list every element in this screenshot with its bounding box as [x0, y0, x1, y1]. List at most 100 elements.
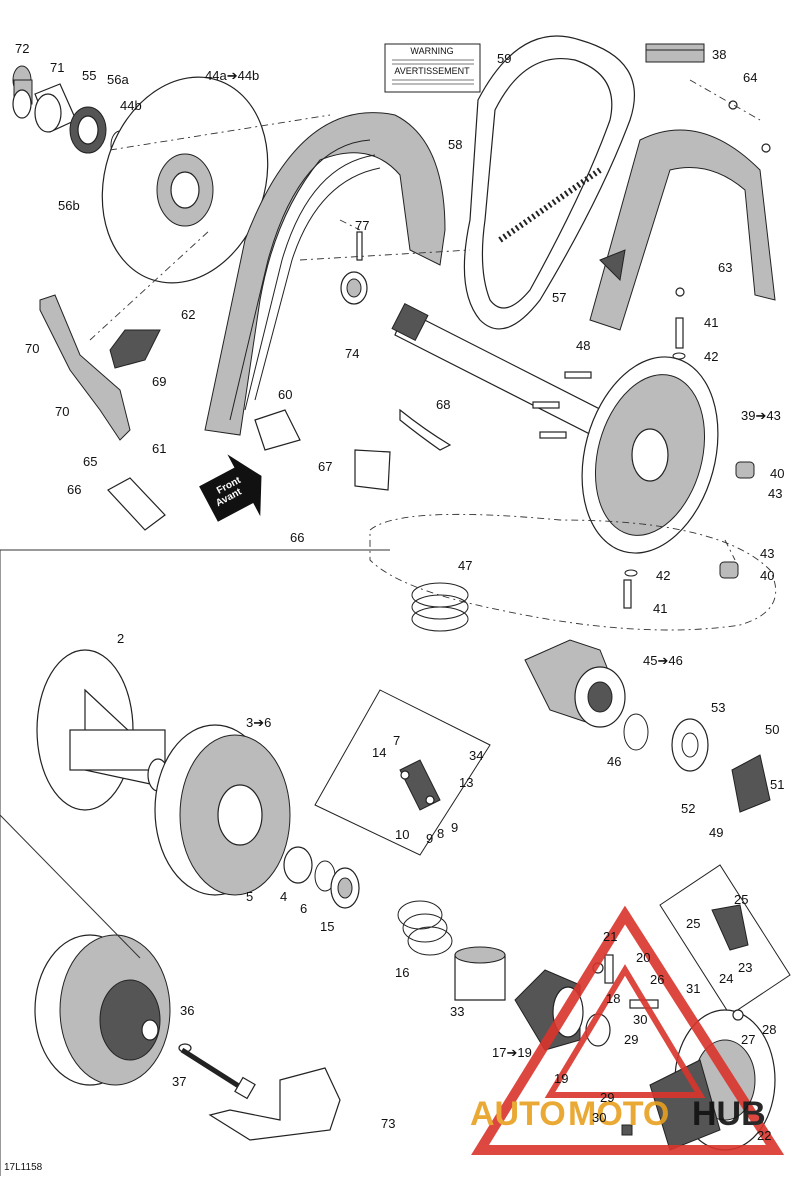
sleeve-part — [34, 83, 77, 133]
callout-6: 6 — [300, 901, 307, 916]
callout-21: 21 — [603, 929, 617, 944]
screw-77 — [356, 231, 363, 261]
callout-72: 72 — [15, 41, 29, 56]
callout-16: 16 — [395, 965, 409, 980]
callout-13: 13 — [459, 775, 473, 790]
callout-57: 57 — [552, 290, 566, 305]
callout-29b: 29 — [600, 1090, 614, 1105]
clip-68 — [399, 408, 452, 451]
callout-58: 58 — [448, 137, 462, 152]
watermark-text-2: MOTO — [568, 1095, 669, 1133]
callout-42a: 42 — [704, 349, 718, 364]
bushing-part — [12, 65, 33, 119]
spider-cover — [154, 724, 291, 896]
callout-70a: 70 — [25, 341, 39, 356]
warning-title-fr: AVERTISSEMENT — [394, 66, 470, 76]
callout-43b: 43 — [760, 546, 774, 561]
decal-38 — [645, 43, 705, 63]
roller-arm — [399, 759, 441, 811]
bushing-4 — [283, 846, 313, 884]
bolt-48c — [539, 431, 567, 439]
weight-40a — [735, 461, 755, 479]
callout-23: 23 — [738, 960, 752, 975]
reference-code: 17L1158 — [4, 1162, 43, 1173]
callout-71: 71 — [50, 60, 64, 75]
callout-25b: 25 — [686, 916, 700, 931]
callout-36b: 36 — [180, 1003, 194, 1018]
callout-64: 64 — [743, 70, 757, 85]
callout-34: 34 — [469, 748, 483, 763]
callout-18: 18 — [606, 991, 620, 1006]
callout-30a: 30 — [633, 1012, 647, 1027]
hinge-67 — [354, 449, 391, 491]
callout-65: 65 — [83, 454, 97, 469]
dashed-group-loop — [369, 513, 777, 631]
callout-56a: 56a — [107, 72, 129, 87]
callout-36: 3➔6 — [246, 715, 271, 730]
callout-7: 7 — [393, 733, 400, 748]
warning-title: WARNING — [410, 46, 453, 56]
callout-41b: 41 — [653, 601, 667, 616]
callout-74: 74 — [345, 346, 359, 361]
callout-38: 38 — [712, 47, 726, 62]
callout-62: 62 — [181, 307, 195, 322]
ring-46 — [623, 713, 649, 751]
spring-47 — [411, 582, 469, 632]
callout-61: 61 — [152, 441, 166, 456]
sleeve-33 — [454, 946, 506, 1001]
washer-42-bottom — [624, 569, 638, 577]
bolt-48b — [532, 401, 560, 409]
callout-10: 10 — [395, 827, 409, 842]
shim-30 — [621, 1124, 633, 1136]
washer-53 — [671, 718, 709, 772]
front-arrow: Front Avant — [199, 454, 262, 522]
callout-60: 60 — [278, 387, 292, 402]
callout-63: 63 — [718, 260, 732, 275]
detail-box-arm — [314, 689, 491, 856]
callout-52: 52 — [681, 801, 695, 816]
callout-26: 26 — [650, 972, 664, 987]
callout-70b: 70 — [55, 404, 69, 419]
callout-9a: 9 — [426, 831, 433, 846]
weight-40b — [719, 561, 739, 579]
bracket-23 — [711, 904, 749, 951]
callout-67: 67 — [318, 459, 332, 474]
callout-28: 28 — [762, 1022, 776, 1037]
rear-guard — [589, 129, 776, 331]
driven-pulley — [581, 356, 719, 554]
spring-16 — [397, 900, 453, 956]
fastener-64a — [728, 100, 738, 110]
callout-48: 48 — [576, 338, 590, 353]
watermark-text-3: HUB — [692, 1095, 766, 1133]
bolt-41-bottom — [623, 579, 632, 609]
cam-45 — [524, 639, 626, 728]
callout-2: 2 — [117, 631, 124, 646]
callout-5: 5 — [246, 889, 253, 904]
fastener-64b — [761, 143, 771, 153]
callout-49: 49 — [709, 825, 723, 840]
drive-belt — [463, 35, 635, 330]
callout-44b: 44b — [120, 98, 142, 113]
detail-box-25 — [659, 864, 791, 1016]
callout-27: 27 — [741, 1032, 755, 1047]
callout-1719: 17➔19 — [492, 1045, 532, 1060]
callout-24: 24 — [719, 971, 733, 986]
callout-47: 47 — [458, 558, 472, 573]
callout-4: 4 — [280, 889, 287, 904]
callout-44a: 44a➔44b — [205, 68, 259, 83]
drive-clutch-assembly — [34, 934, 171, 1086]
bolt-37 — [180, 1047, 247, 1093]
callout-66b: 66 — [290, 530, 304, 545]
callout-73: 73 — [381, 1116, 395, 1131]
callout-30b: 30 — [592, 1110, 606, 1125]
callout-8: 8 — [437, 826, 444, 841]
grommet-74 — [340, 271, 368, 305]
callout-46: 46 — [607, 754, 621, 769]
callout-14: 14 — [372, 745, 386, 760]
callout-59: 59 — [497, 51, 511, 66]
bracket-65 — [107, 477, 166, 531]
callout-4546: 45➔46 — [643, 653, 683, 668]
washer-42-top — [672, 352, 686, 360]
